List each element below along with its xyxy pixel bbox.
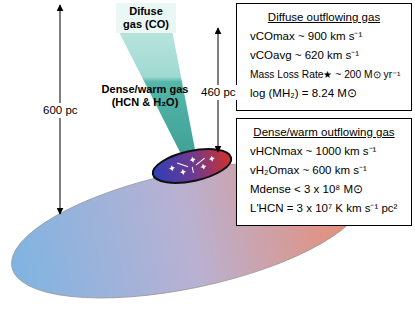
panel-heading: Dense/warm outflowing gas — [242, 123, 406, 142]
panel-line: vCOmax ~ 900 km s⁻¹ — [242, 27, 406, 46]
nuclear-region — [150, 143, 234, 189]
panel-line: vH₂Omax ~ 600 km s⁻¹ — [242, 161, 406, 180]
inner-arrows — [177, 157, 207, 176]
info-panel: Dense/warm outflowing gasvHCNmax ~ 1000 … — [236, 118, 412, 226]
panel-line: log (MH₂) = 8.24 M⊙ — [242, 84, 406, 103]
info-panel: Diffuse outflowing gasvCOmax ~ 900 km s⁻… — [236, 3, 412, 111]
gas-label-box: Difuse gas (CO) — [116, 3, 176, 33]
panel-line: Mass Loss Rate★ ~ 200 M⊙ yr⁻¹ — [242, 65, 406, 84]
dimension-label: 600 pc — [42, 103, 79, 118]
panel-line: L'HCN = 3 x 10⁷ K km s⁻¹ pc² — [242, 199, 406, 218]
nucleus — [150, 143, 234, 189]
star-symbols — [168, 152, 217, 177]
region-label: Dense/warm gas (HCN & H₂O) — [97, 83, 193, 109]
region-name: Difuse gas (CO) — [119, 5, 173, 31]
panel-line: vCOavg ~ 620 km s⁻¹ — [242, 46, 406, 65]
panel-line: vHCNmax ~ 1000 km s⁻¹ — [242, 142, 406, 161]
panel-heading: Diffuse outflowing gas — [242, 8, 406, 27]
dimension-label: 460 pc — [200, 85, 237, 100]
panel-line: Mdense < 3 x 10⁸ M⊙ — [242, 180, 406, 199]
